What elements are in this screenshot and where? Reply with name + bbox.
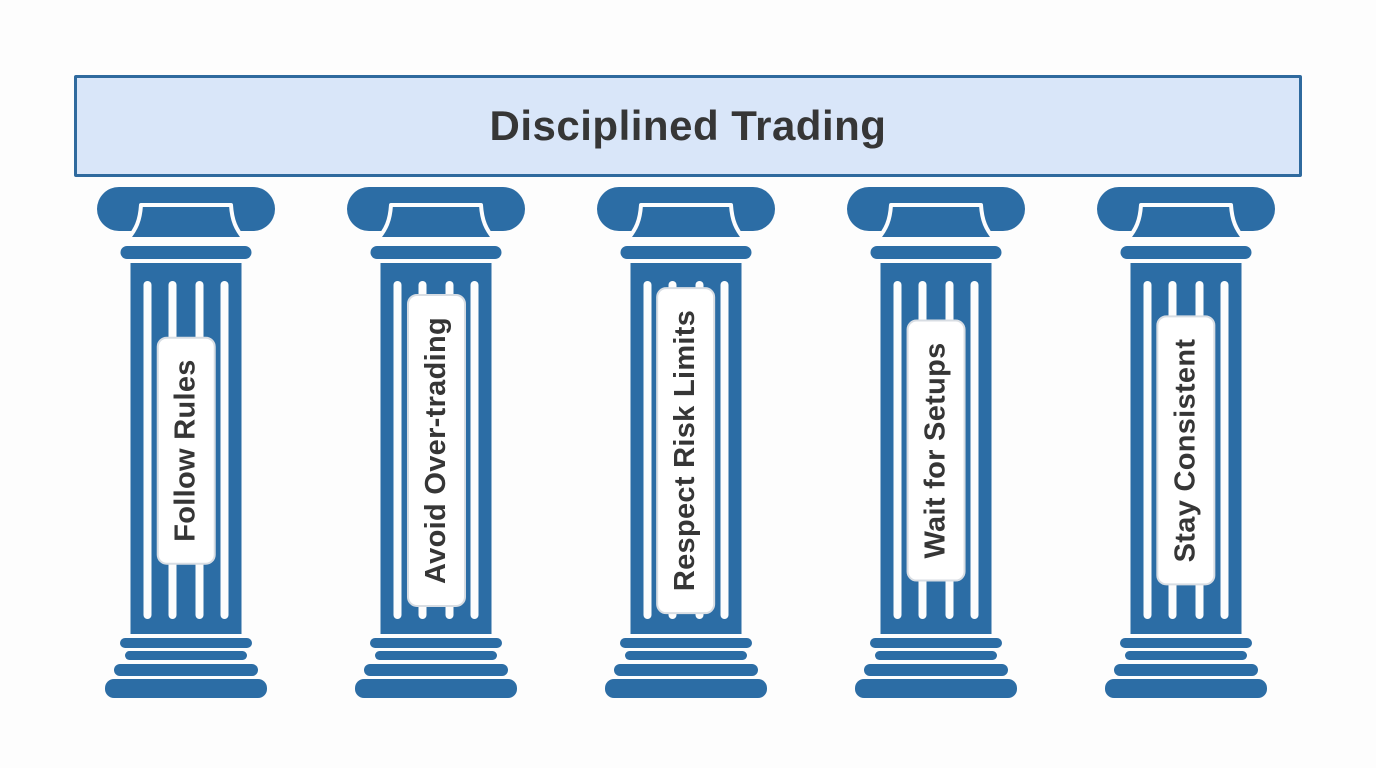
pillar-avoid-over-trading: Avoid Over-trading (344, 187, 528, 702)
pillar-label: Avoid Over-trading (406, 293, 466, 607)
pillar-label: Stay Consistent (1156, 315, 1216, 585)
pillar-follow-rules: Follow Rules (94, 187, 278, 702)
title-banner: Disciplined Trading (74, 75, 1302, 177)
pillar-label: Respect Risk Limits (656, 286, 716, 614)
pillar-respect-risk-limits: Respect Risk Limits (594, 187, 778, 702)
pillar-stay-consistent: Stay Consistent (1094, 187, 1278, 702)
pillar-wait-for-setups: Wait for Setups (844, 187, 1028, 702)
pillar-label: Wait for Setups (906, 318, 966, 582)
pillar-label: Follow Rules (156, 335, 216, 565)
page-title: Disciplined Trading (489, 102, 887, 149)
